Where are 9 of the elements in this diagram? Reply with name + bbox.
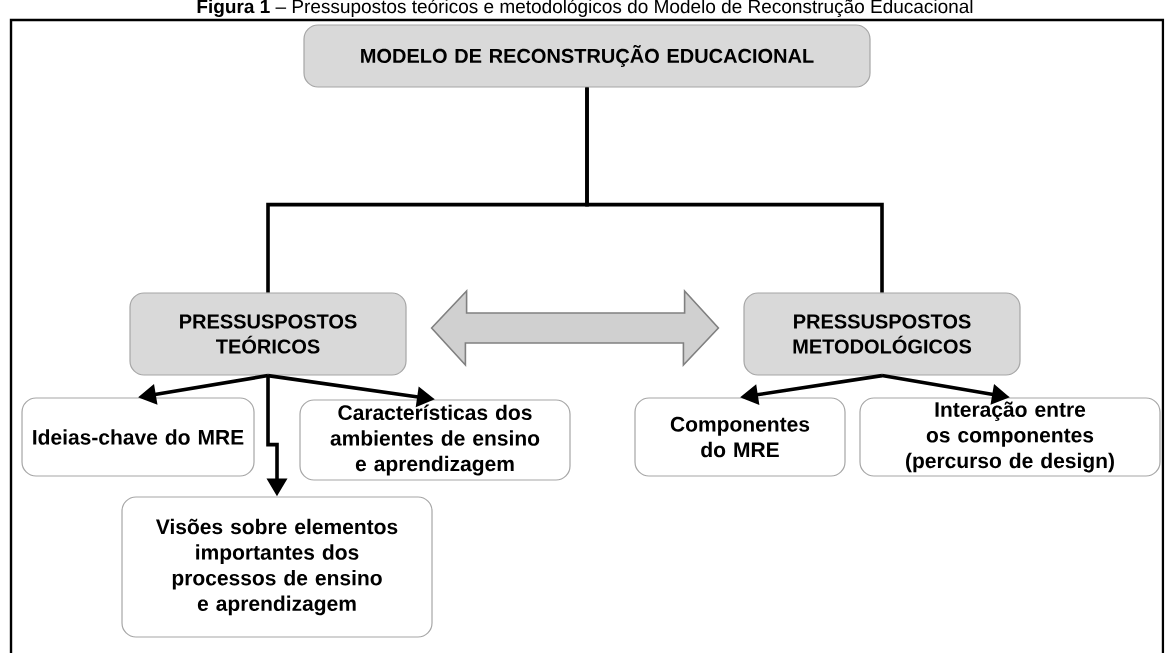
text-box: Componentes do MRE: [634, 397, 846, 477]
header-box: PRESSUSPOSTOS METODOLÓGICOS: [743, 292, 1021, 376]
text-box: Características dos ambientes de ensino e aprendizagem: [299, 399, 571, 481]
header-box: PRESSUSPOSTOS TEÓRICOS: [129, 292, 407, 376]
text-box: Ideias-chave do MRE: [21, 397, 255, 477]
header-box: MODELO DE RECONSTRUÇÃO EDUCACIONAL: [303, 24, 871, 88]
text-box: Visões sobre elementos importantes dos processos de ensino e aprendizagem: [121, 496, 433, 638]
connector-line: [585, 87, 884, 293]
text-box: Interação entre os componentes (percurso de design): [859, 397, 1161, 477]
